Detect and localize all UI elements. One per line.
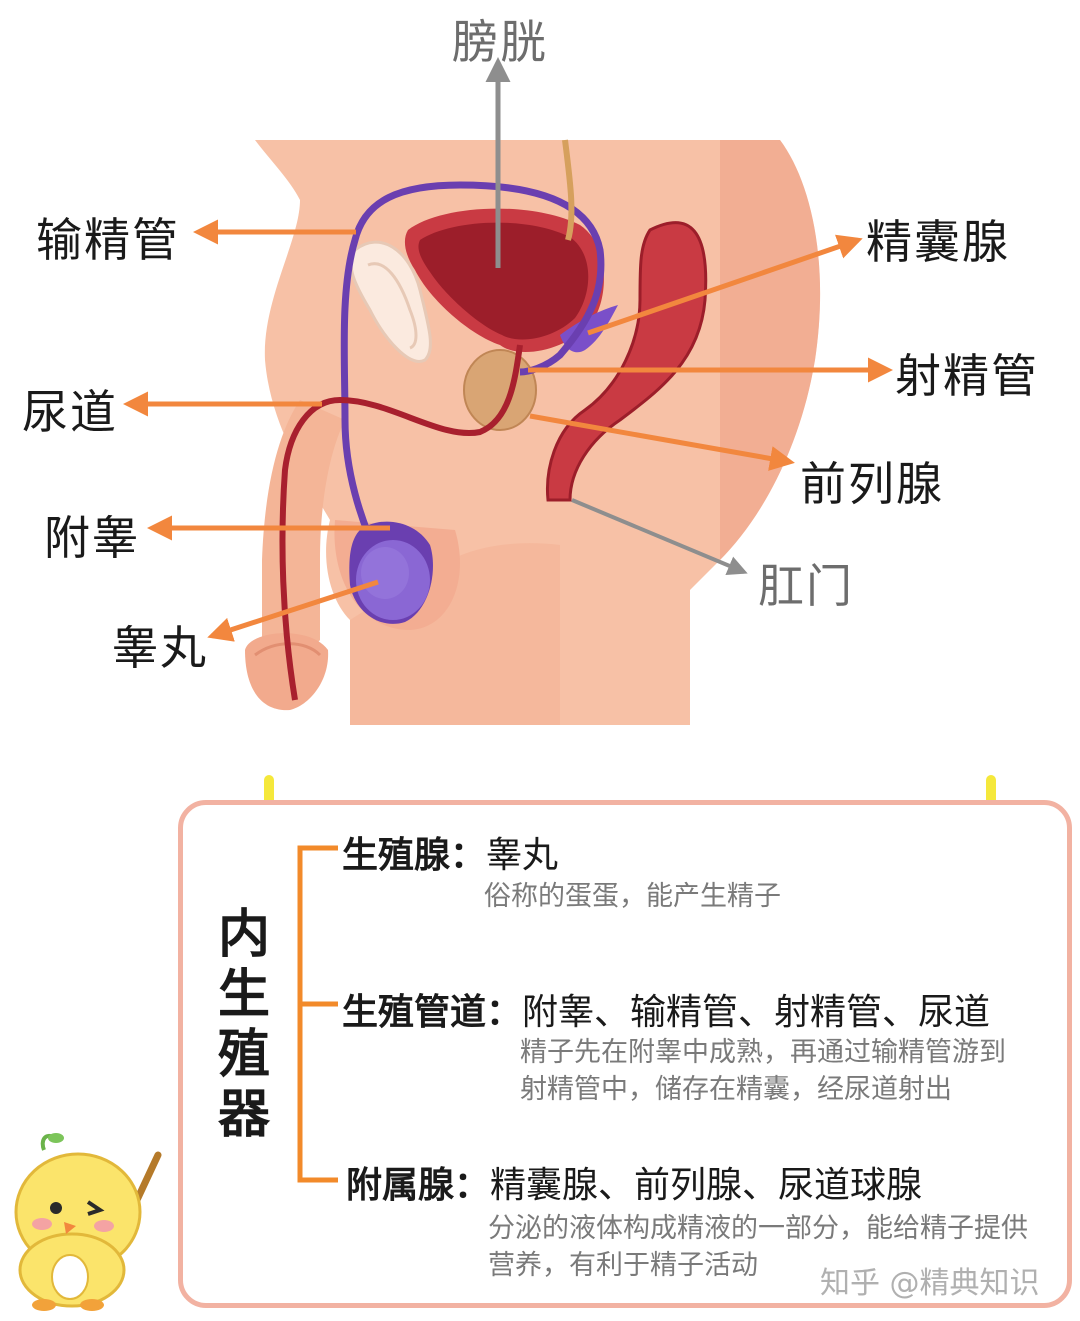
bladder (404, 208, 604, 353)
pubic-bone (349, 240, 432, 363)
row-glands: 附属腺：精囊腺、前列腺、尿道球腺 (346, 1156, 922, 1208)
label-epididymis: 附睾 (44, 511, 140, 565)
row-ducts-label: 生殖管道： (342, 992, 523, 1033)
pin-right (986, 775, 996, 819)
label-urethra: 尿道 (22, 385, 118, 439)
row-gonad-label: 生殖腺： (342, 835, 487, 876)
urethra-tube (279, 344, 523, 701)
row-gonad-desc: 俗称的蛋蛋，能产生精子 (484, 881, 781, 912)
row-gonad: 生殖腺：睾丸 (342, 826, 558, 878)
vas-deferens-tube (340, 181, 605, 562)
label-vas-deferens: 输精管 (36, 213, 180, 267)
row-glands-desc: 分泌的液体构成精液的一部分，能给精子提供营养，有利于精子活动 (488, 1213, 1028, 1281)
row-gonad-items: 睾丸 (486, 835, 559, 876)
label-bladder: 膀胱 (452, 15, 548, 69)
cord (562, 139, 575, 241)
watermark: 知乎 @精典知识 (820, 1266, 1040, 1301)
label-ejaculatory-duct: 射精管 (895, 349, 1039, 403)
label-prostate: 前列腺 (800, 457, 944, 511)
row-ducts-desc: 精子先在附睾中成熟，再通过输精管游到射精管中，储存在精囊，经尿道射出 (520, 1037, 1006, 1105)
label-anus: 肛门 (758, 559, 854, 613)
label-arrows (123, 57, 893, 642)
label-seminal-vesicle: 精囊腺 (866, 215, 1010, 269)
panel-title: 内生殖器 (217, 905, 270, 1145)
row-ducts-items: 附睾、输精管、射精管、尿道 (522, 992, 991, 1033)
row-glands-label: 附属腺： (346, 1165, 491, 1206)
label-testis: 睾丸 (112, 621, 208, 675)
anatomy-diagram (123, 57, 893, 725)
row-ducts: 生殖管道：附睾、输精管、射精管、尿道 (342, 983, 990, 1035)
row-glands-items: 精囊腺、前列腺、尿道球腺 (490, 1165, 923, 1206)
testis (349, 521, 433, 624)
pin-left (264, 775, 274, 819)
